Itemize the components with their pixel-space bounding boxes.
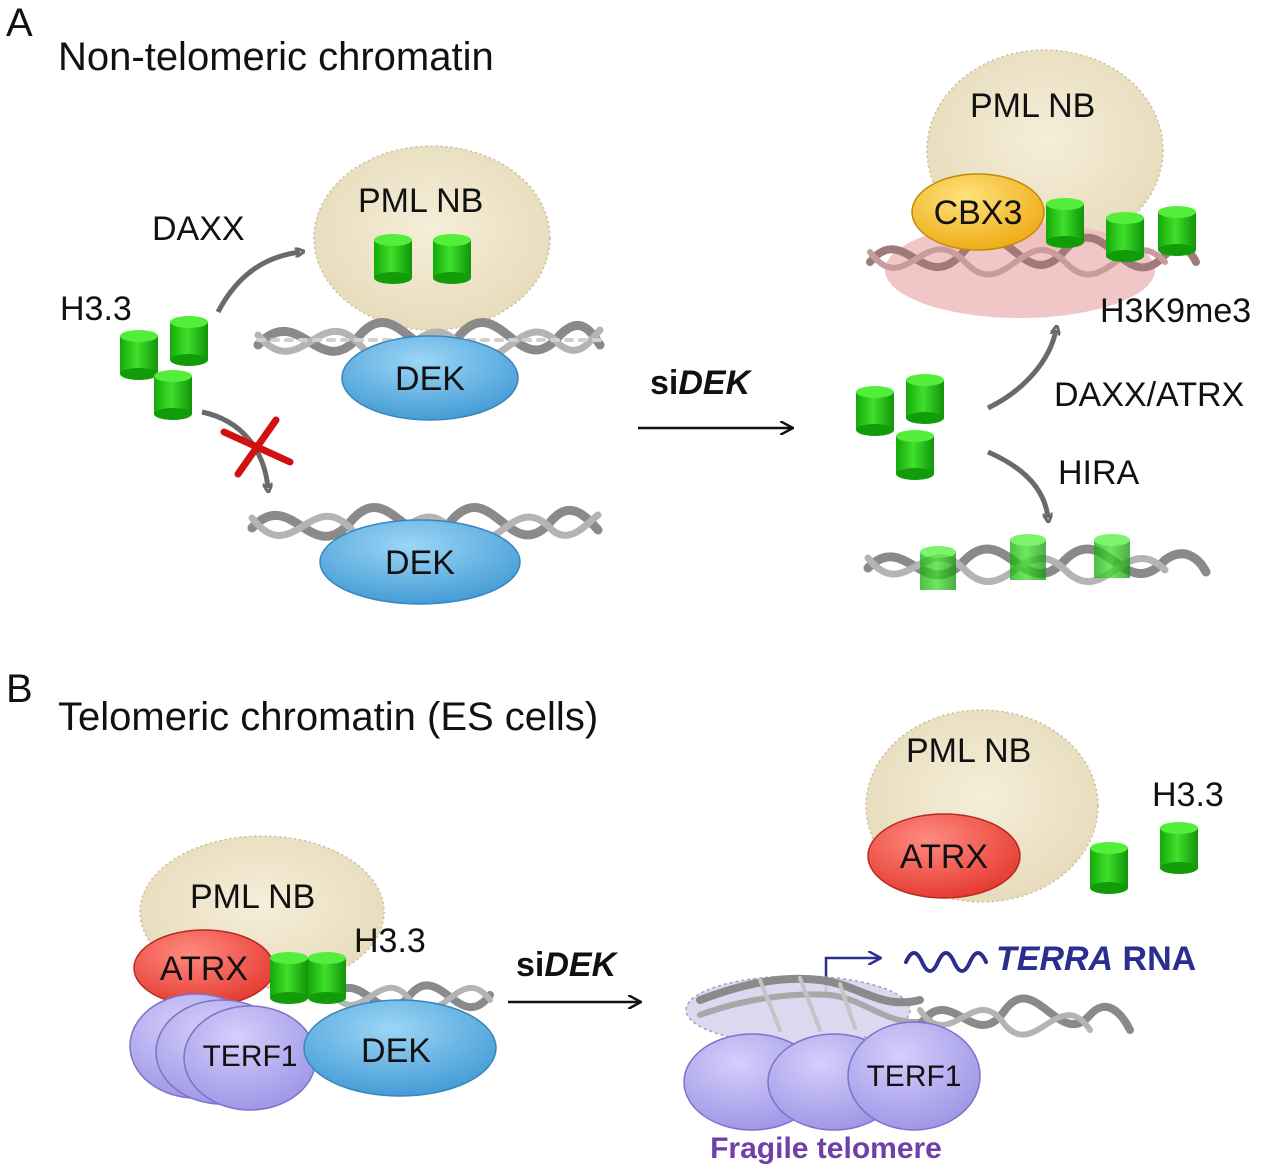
daxx-label: DAXX xyxy=(152,210,245,248)
histone-icon xyxy=(308,952,346,1004)
sidek-prefix: si xyxy=(516,946,544,984)
red-cross-icon xyxy=(220,416,294,478)
pml-nb-label: PML NB xyxy=(190,878,315,916)
dek-protein xyxy=(319,519,521,605)
pml-nb-label: PML NB xyxy=(358,182,483,220)
h33-label: H3.3 xyxy=(60,290,132,328)
terf1-protein xyxy=(847,1021,981,1131)
h33-label: H3.3 xyxy=(354,922,426,960)
histone-icon xyxy=(896,430,934,480)
panel-a-title: Non-telomeric chromatin xyxy=(58,35,494,79)
sidek-prefix: si xyxy=(650,364,678,402)
histone-icon xyxy=(1094,534,1130,578)
pml-nb-label: PML NB xyxy=(906,732,1031,770)
dna-helix xyxy=(696,974,1134,1038)
terra-rest: RNA xyxy=(1113,940,1196,978)
blocked-arrow xyxy=(201,409,268,488)
histone-icon xyxy=(374,234,412,284)
daxx-arrow xyxy=(215,252,300,314)
histone-icon xyxy=(154,370,192,420)
panel-b-letter: B xyxy=(6,667,33,711)
sidek-gene: DEK xyxy=(678,364,752,402)
hira-arrow xyxy=(987,449,1048,518)
fragile-telomere-label: Fragile telomere xyxy=(710,1132,942,1165)
histone-icon xyxy=(1106,212,1144,262)
dek-protein xyxy=(341,335,519,421)
pml-nb-body xyxy=(313,145,551,331)
histone-icon xyxy=(1160,822,1198,874)
histone-icon xyxy=(1090,842,1128,894)
dek-protein xyxy=(303,999,497,1097)
histone-icon xyxy=(433,234,471,284)
terf1-label: TERF1 xyxy=(866,1060,961,1093)
histone-icon xyxy=(1046,198,1084,248)
dek-label: DEK xyxy=(395,360,465,398)
dek-label: DEK xyxy=(385,544,455,582)
pml-nb-label: PML NB xyxy=(970,87,1095,125)
daxx-atrx-arrow xyxy=(986,330,1056,411)
panel-a-letter: A xyxy=(6,1,33,45)
histone-icon xyxy=(120,330,158,380)
sidek-label: siDEK xyxy=(516,946,619,984)
histone-icon xyxy=(170,316,208,366)
panel-b-title: Telomeric chromatin (ES cells) xyxy=(58,695,598,739)
histone-icon xyxy=(856,386,894,436)
atrx-label: ATRX xyxy=(900,838,988,876)
h3k9me3-label: H3K9me3 xyxy=(1100,292,1251,330)
atrx-protein xyxy=(867,813,1021,899)
sidek-label: siDEK xyxy=(650,364,753,402)
histone-icon xyxy=(906,374,944,424)
cbx3-protein xyxy=(911,173,1045,251)
rna-wave-icon xyxy=(904,951,988,973)
atrx-label: ATRX xyxy=(160,950,248,988)
histone-icon xyxy=(1158,206,1196,256)
terra-italic: TERRA xyxy=(996,940,1113,978)
sidek-gene: DEK xyxy=(544,946,618,984)
h33-label: H3.3 xyxy=(1152,776,1224,814)
daxx-atrx-label: DAXX/ATRX xyxy=(1054,376,1244,414)
terra-rna-label: TERRA RNA xyxy=(996,940,1196,978)
histone-icon xyxy=(920,546,956,590)
dna-helix xyxy=(866,233,1200,278)
dek-label: DEK xyxy=(361,1032,431,1070)
cbx3-label: CBX3 xyxy=(934,194,1023,232)
terf1-label: TERF1 xyxy=(202,1040,297,1073)
hira-label: HIRA xyxy=(1058,454,1140,492)
histone-icon xyxy=(270,952,308,1004)
histone-icon xyxy=(1010,534,1046,580)
